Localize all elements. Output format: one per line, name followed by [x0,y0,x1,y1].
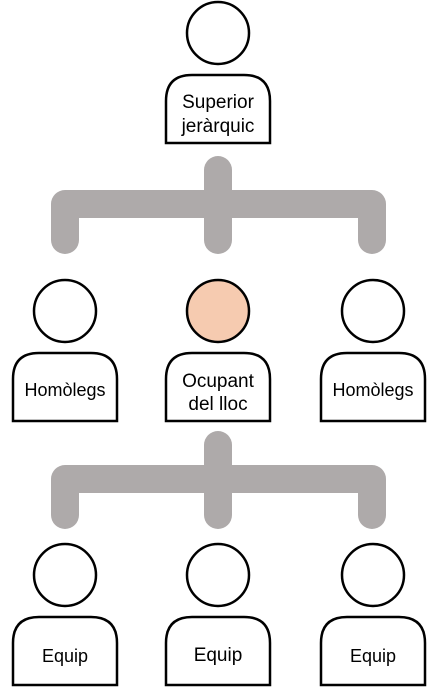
person-body [11,351,119,423]
upper-connector [51,156,386,254]
person-head [32,542,98,608]
superior-label-line2: jeràrquic [181,116,255,137]
person-body [164,615,272,687]
person-peer-right: Homòlegs [319,278,427,423]
team-left-label: Equip [42,646,88,666]
person-peer-left: Homòlegs [11,278,119,423]
person-body [11,615,119,687]
person-body [319,351,427,423]
superior-label-line1: Superior [182,92,254,113]
team-center-label: Equip [194,645,243,666]
person-head [340,542,406,608]
person-body [164,73,272,145]
person-head [185,278,251,344]
person-body [164,351,272,423]
job-holder-label-line2: del lloc [188,394,247,415]
person-body [319,615,427,687]
peer-left-label: Homòlegs [24,380,105,400]
person-team-left: Equip [11,542,119,687]
person-job-holder: Ocupant del lloc [164,278,272,423]
person-head [340,278,406,344]
person-superior: Superior jeràrquic [164,0,272,145]
person-head [32,278,98,344]
person-team-center: Equip [164,542,272,687]
peer-right-label: Homòlegs [332,380,413,400]
person-head [185,542,251,608]
team-right-label: Equip [350,646,396,666]
person-head [185,0,251,66]
person-team-right: Equip [319,542,427,687]
lower-connector [51,431,386,529]
job-holder-label-line1: Ocupant [182,371,255,392]
